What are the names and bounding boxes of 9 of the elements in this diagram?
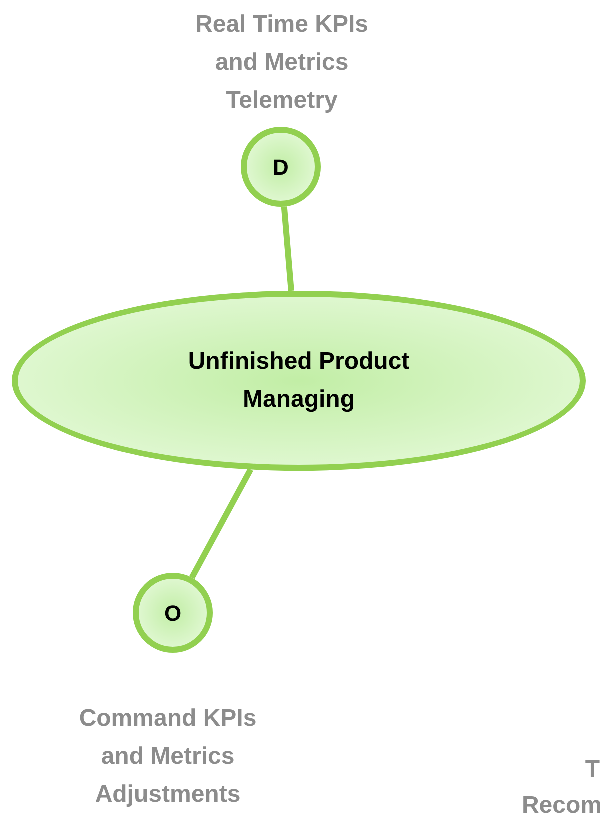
text-label: T [585,755,601,785]
node-caption: Real Time KPIs and Metrics Telemetry [194,10,370,116]
connector-line [281,206,294,292]
connector-line [189,468,254,580]
node-label: Unfinished Product Managing [187,347,411,415]
node-label: D [273,154,289,182]
node-label: O [164,600,182,628]
node-caption: Command KPIs and Metrics Adjustments [78,704,258,810]
text-label: Recom [522,791,602,815]
